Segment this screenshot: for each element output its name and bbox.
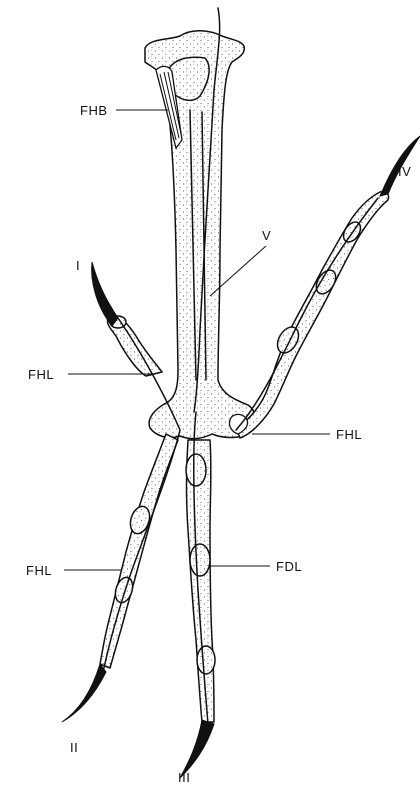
digit-iv-label: IV — [398, 164, 411, 179]
digit-ii-label: II — [70, 740, 78, 755]
fhl-lower-label: FHL — [26, 563, 52, 578]
fdl-label: FDL — [276, 559, 302, 574]
digit-iv — [229, 136, 420, 438]
digit-i-label: I — [76, 258, 80, 273]
fhb-label: FHB — [80, 103, 108, 118]
digit-iii-label: III — [178, 770, 190, 785]
v-label: V — [262, 228, 271, 243]
fhl-right-label: FHL — [336, 427, 362, 442]
digit-i — [92, 262, 162, 376]
digit-iii — [180, 440, 215, 778]
fhl-upper-label: FHL — [28, 367, 54, 382]
digit-ii — [62, 434, 178, 722]
